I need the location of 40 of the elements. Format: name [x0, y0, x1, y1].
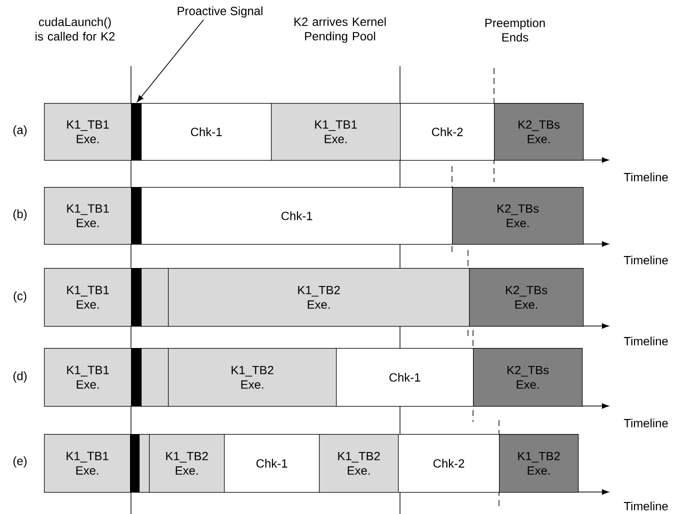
- timeline-block: K1_TB2 Exe.: [319, 434, 399, 493]
- axis-label: Timeline: [624, 172, 668, 182]
- signal-label: Proactive Signal: [178, 6, 262, 18]
- bar: [141, 268, 169, 327]
- timeline-block: Chk-1: [224, 434, 320, 493]
- arrow: [136, 19, 204, 102]
- annotation-text: K2 arrives Kernel Pending Pool: [294, 17, 386, 43]
- timeline-block: K2_TBs Exe.: [469, 268, 584, 327]
- bar: [131, 268, 142, 327]
- row-label: (c): [14, 291, 26, 303]
- bar: [139, 434, 150, 493]
- row-label: (b): [13, 209, 27, 221]
- timeline-block: K2_TBs Exe.: [452, 187, 584, 245]
- timeline-block: K1_TB2 Exe.: [499, 434, 579, 493]
- bar: [141, 348, 169, 407]
- timeline-block: K1_TB1 Exe.: [271, 103, 401, 161]
- timeline-block: K1_TB1 Exe.: [44, 187, 132, 245]
- bar: [130, 434, 140, 493]
- timeline-block: K1_TB1 Exe.: [44, 103, 132, 161]
- timeline-block: K1_TB1 Exe.: [44, 348, 132, 407]
- row-label: (e): [13, 456, 27, 468]
- axis-label: Timeline: [624, 418, 668, 428]
- axis-label: Timeline: [624, 336, 668, 346]
- timeline-block: Chk-2: [400, 103, 495, 161]
- timeline-block: Chk-1: [141, 187, 453, 245]
- bar: [131, 348, 142, 407]
- timeline-block: K2_TBs Exe.: [473, 348, 583, 407]
- annotation-text: Preemption Ends: [485, 18, 545, 42]
- axis-label: Timeline: [624, 502, 668, 510]
- timeline-block: Chk-2: [398, 434, 500, 493]
- timeline-block: K2_TBs Exe.: [494, 103, 584, 161]
- axis-label: Timeline: [624, 256, 668, 264]
- row-label: (a): [13, 125, 27, 137]
- timeline-block: K1_TB1 Exe.: [44, 434, 131, 493]
- timeline-block: Chk-1: [141, 103, 272, 161]
- timeline-block: K1_TB1 Exe.: [44, 268, 132, 327]
- bar: [131, 187, 142, 245]
- row-label: (d): [13, 371, 27, 383]
- timeline-block: Chk-1: [336, 348, 474, 407]
- annotation-text: cudaLaunch() is called for K2: [36, 17, 115, 41]
